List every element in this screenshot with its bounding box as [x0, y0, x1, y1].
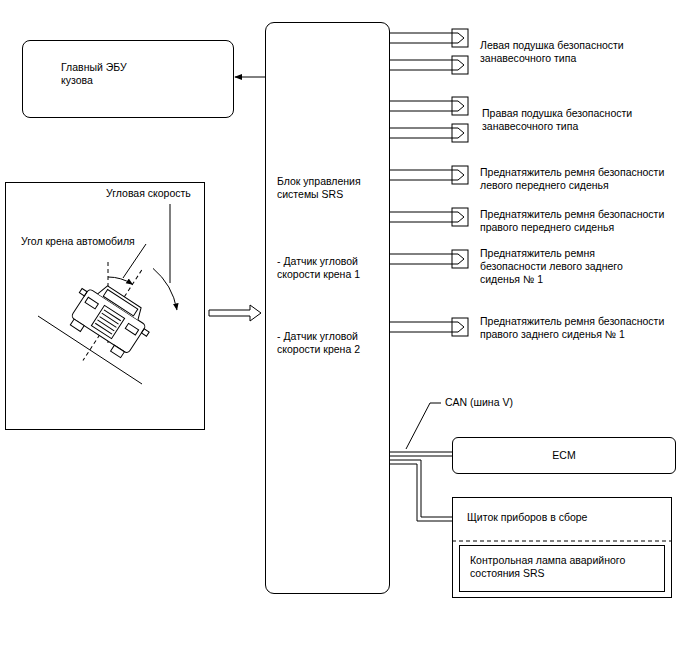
- squib-element: [452, 60, 464, 70]
- node-text: Угол крена автомобиля: [21, 235, 135, 248]
- device-label: Преднатяжитель ремня безопасности правог…: [452, 208, 682, 234]
- grille-stroke: [100, 317, 117, 328]
- connector-line: [390, 212, 452, 222]
- angular-speed-arc: [153, 268, 177, 309]
- can-bus-line: [390, 460, 452, 521]
- hollow-arrow: [209, 305, 261, 321]
- node-title: Щиток приборов в сборе: [467, 511, 667, 524]
- grille-lines: [95, 310, 120, 334]
- vehicle-mirror: [79, 288, 87, 295]
- squib-element: [452, 101, 464, 111]
- vehicle-wheel: [111, 345, 125, 357]
- vehicle-grille: [91, 305, 124, 338]
- grille-stroke: [104, 310, 121, 321]
- node-title: Угловая скорость: [106, 187, 191, 200]
- node-title: Преднатяжитель ремня безопасности левого…: [480, 247, 625, 286]
- squib-element: [452, 322, 464, 332]
- device-label: Правая подушка безопасности занавесочног…: [452, 97, 682, 142]
- squib-symbol: [452, 250, 468, 268]
- vehicle-front-view: [49, 248, 175, 382]
- node-title: Преднатяжитель ремня безопасности левого…: [480, 166, 680, 192]
- device-label: Левая подушка безопасности занавесочного…: [452, 29, 682, 74]
- squib-element: [452, 33, 464, 43]
- squib-element: [452, 212, 464, 222]
- block-box: Главный ЭБУ кузова: [22, 40, 234, 118]
- vehicle-lamp: [125, 323, 138, 335]
- block-box: Контрольная лампа аварийного состояния S…: [459, 545, 665, 592]
- connector-line: [390, 101, 452, 138]
- vehicle-wheel: [70, 319, 84, 331]
- device-label: Преднатяжитель ремня безопасности левого…: [452, 250, 682, 290]
- can-bus-line: [390, 452, 452, 456]
- squib-symbol: [452, 166, 468, 184]
- divider-line: [452, 541, 672, 542]
- squib-element: [452, 254, 464, 264]
- squib-symbol: [452, 56, 468, 74]
- node-title: Главный ЭБУ кузова: [61, 61, 141, 87]
- leader-line: [123, 244, 146, 278]
- grille-stroke: [102, 313, 119, 324]
- squib-symbol: [452, 29, 468, 47]
- block-box: Блок управления системы SRS - Датчик угло…: [265, 22, 390, 594]
- node-text: - Датчик угловой скорости крена 1: [277, 255, 381, 281]
- squib-element: [452, 128, 464, 138]
- squib-symbol: [452, 318, 468, 336]
- block-box: Угловая скоростьУгол крена автомобиля: [5, 182, 205, 430]
- node-text: - Датчик угловой скорости крена 2: [277, 330, 381, 356]
- node-title: Правая подушка безопасности занавесочног…: [482, 107, 680, 133]
- connector-line: [390, 170, 452, 180]
- grille-stroke: [97, 320, 114, 331]
- vehicle-lamp: [85, 297, 98, 309]
- leader-line: [170, 204, 171, 283]
- roll-angle-arc: [108, 277, 133, 284]
- device-label: Преднатяжитель ремня безопасности правог…: [452, 318, 682, 344]
- block-box: ECM: [452, 437, 676, 474]
- node-title: Преднатяжитель ремня безопасности правог…: [480, 315, 680, 341]
- block-box: Контрольная лампа аварийного состояния S…: [452, 497, 672, 598]
- grille-stroke: [95, 323, 112, 334]
- device-label: Преднатяжитель ремня безопасности левого…: [452, 166, 682, 192]
- squib-symbol: [452, 124, 468, 142]
- leader-line: [406, 403, 441, 449]
- node-title: ECM: [453, 449, 675, 462]
- connector-line: [390, 254, 452, 264]
- node-title: Контрольная лампа аварийного состояния S…: [470, 554, 640, 580]
- node-title: Левая подушка безопасности занавесочного…: [480, 39, 680, 65]
- roll-illustration: [38, 204, 177, 384]
- connector-line: [235, 77, 265, 78]
- squib-element: [452, 170, 464, 180]
- squib-symbol: [452, 208, 468, 226]
- node-title: Преднатяжитель ремня безопасности правог…: [480, 208, 680, 234]
- bus-label: CAN (шина V): [444, 396, 514, 409]
- node-title: Блок управления системы SRS: [277, 175, 377, 201]
- connector-line: [390, 322, 452, 332]
- vehicle-mirror: [141, 329, 149, 336]
- squib-symbol: [452, 97, 468, 115]
- vehicle-window: [103, 290, 138, 316]
- connector-line: [390, 33, 452, 70]
- squib-symbols: [452, 29, 468, 336]
